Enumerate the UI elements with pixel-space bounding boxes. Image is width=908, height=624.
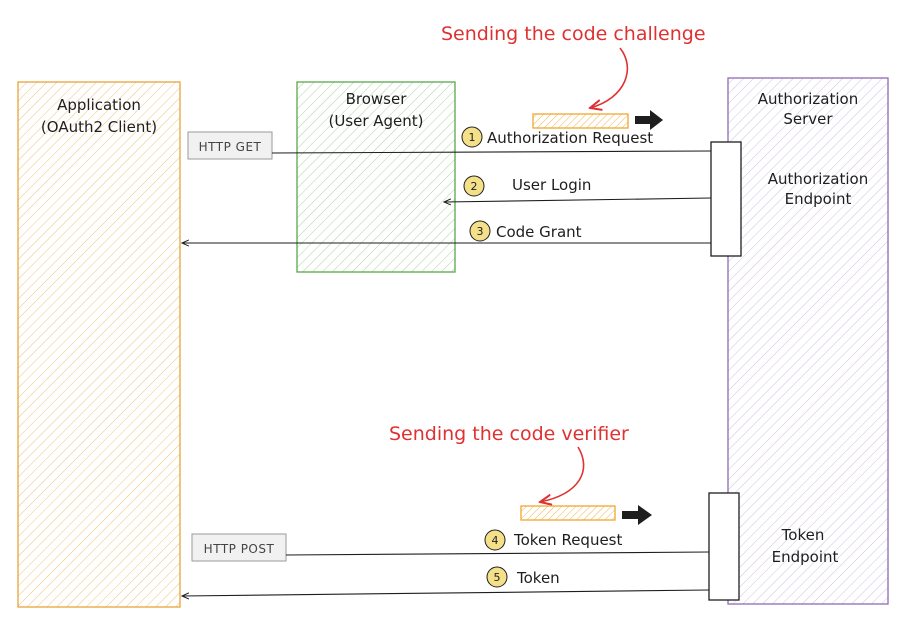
server-subtitle: Server xyxy=(783,110,833,128)
code-verifier-annotation: Sending the code verifier xyxy=(389,423,629,502)
authorization-endpoint: Authorization Endpoint xyxy=(710,141,868,257)
browser-participant: Browser (User Agent) xyxy=(296,81,456,273)
authorization-server-participant: Authorization Server xyxy=(727,77,889,605)
browser-subtitle: (User Agent) xyxy=(328,112,423,130)
step-3-number: 3 xyxy=(477,225,484,238)
token-endpoint: Token Endpoint xyxy=(708,492,839,601)
http-post-label: HTTP POST xyxy=(204,542,275,556)
step-5-number: 5 xyxy=(494,571,501,584)
http-get-label: HTTP GET xyxy=(199,140,262,154)
step-2-line xyxy=(444,197,712,202)
code-verifier-annotation-text: Sending the code verifier xyxy=(389,423,629,445)
step-4-label: Token Request xyxy=(513,531,622,549)
step-5-badge xyxy=(486,566,508,588)
application-box xyxy=(17,81,181,608)
step-3-badge xyxy=(469,220,491,242)
http-get-tag: HTTP GET xyxy=(187,131,273,160)
authorization-endpoint-subtitle: Endpoint xyxy=(785,190,852,208)
application-participant: Application (OAuth2 Client) xyxy=(17,81,181,608)
forward-arrow-icon xyxy=(635,110,663,130)
step-1-authorization-request: 1 Authorization Request xyxy=(271,126,712,154)
step-5-label: Token xyxy=(516,569,560,587)
browser-box xyxy=(296,81,456,273)
code-verifier-indicator xyxy=(520,505,652,525)
step-4-token-request: 4 Token Request xyxy=(285,529,710,556)
code-challenge-indicator xyxy=(532,110,663,130)
step-4-badge xyxy=(484,529,506,551)
application-title: Application xyxy=(57,96,141,114)
step-2-number: 2 xyxy=(471,180,478,193)
step-3-label: Code Grant xyxy=(496,223,582,241)
browser-title: Browser xyxy=(346,90,408,108)
code-verifier-annotation-arrow xyxy=(540,446,585,502)
step-1-badge xyxy=(461,126,483,148)
step-4-number: 4 xyxy=(492,534,499,547)
code-challenge-token xyxy=(532,113,629,129)
code-challenge-annotation-text: Sending the code challenge xyxy=(441,23,706,45)
token-endpoint-bar xyxy=(708,492,740,601)
http-post-tag: HTTP POST xyxy=(191,533,287,562)
application-subtitle: (OAuth2 Client) xyxy=(41,118,157,136)
step-1-number: 1 xyxy=(469,131,476,144)
step-1-label: Authorization Request xyxy=(487,129,653,147)
step-3-code-grant: 3 Code Grant xyxy=(182,220,711,243)
server-box xyxy=(727,77,889,605)
step-4-line xyxy=(285,551,710,556)
http-get-box xyxy=(187,131,273,160)
forward-arrow-icon xyxy=(622,505,652,525)
code-challenge-annotation-arrow xyxy=(590,47,629,108)
step-1-line xyxy=(271,150,712,154)
code-challenge-annotation: Sending the code challenge xyxy=(441,23,706,108)
http-post-box xyxy=(191,533,287,562)
step-2-badge xyxy=(463,175,485,197)
step-2-user-login: 2 User Login xyxy=(444,175,712,202)
server-title: Authorization xyxy=(758,90,858,108)
authorization-endpoint-bar xyxy=(710,141,742,257)
token-endpoint-title: Token xyxy=(781,526,825,544)
step-2-label: User Login xyxy=(512,176,591,194)
token-endpoint-subtitle: Endpoint xyxy=(772,548,839,566)
step-5-line xyxy=(182,589,710,596)
step-5-token: 5 Token xyxy=(182,566,710,596)
authorization-endpoint-title: Authorization xyxy=(768,170,868,188)
code-verifier-token xyxy=(520,505,616,521)
